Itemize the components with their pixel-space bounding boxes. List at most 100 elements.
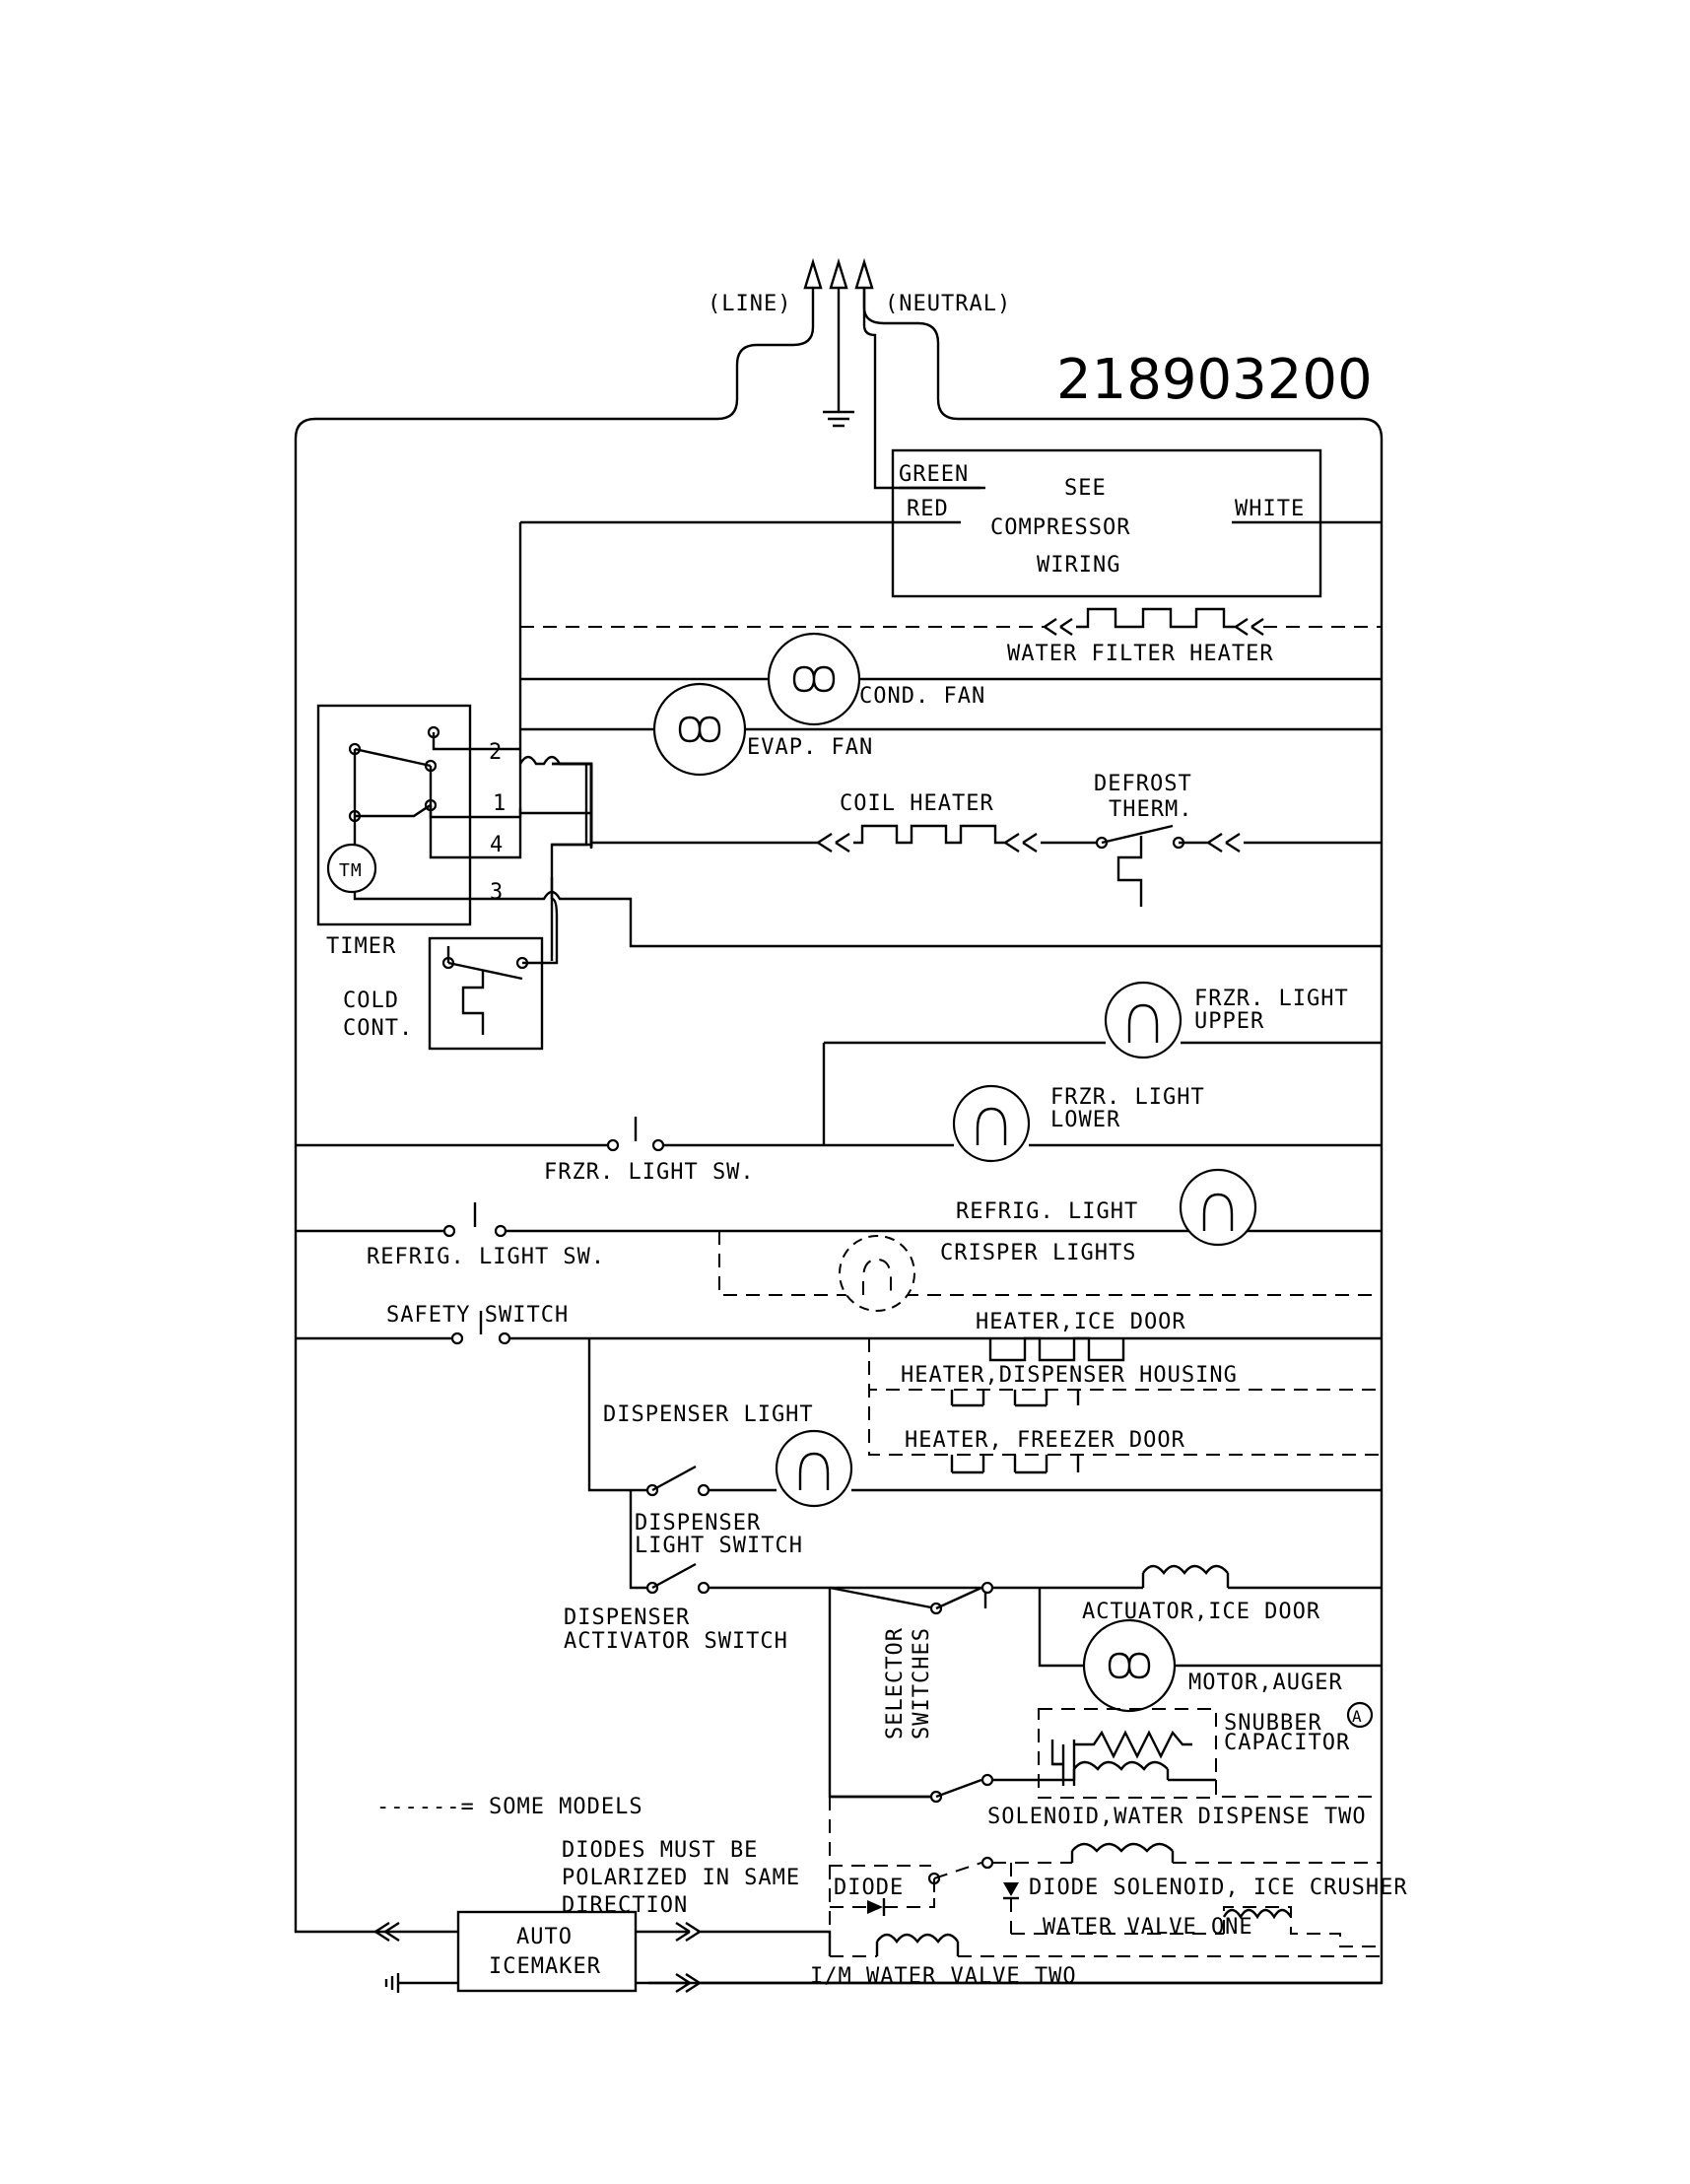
icemaker-valve-wire (636, 1921, 832, 1956)
water-filter-heater-label: WATER FILTER HEATER (1007, 642, 1274, 666)
line-label: (LINE) (708, 292, 791, 316)
diodes-note-2: POLARIZED IN SAME (562, 1866, 800, 1890)
diode-left (867, 1900, 883, 1914)
frzr-light-upper-label-1: FRZR. LIGHT (1194, 987, 1349, 1011)
dispenser-light-switch-label-1: DISPENSER (635, 1511, 761, 1536)
dispenser-activator-label-1: DISPENSER (564, 1605, 690, 1630)
solenoid-two-label: SOLENOID,WATER DISPENSE TWO (987, 1805, 1367, 1829)
icemaker-neutral-wire (636, 1972, 1382, 1994)
diodes-note-1: DIODES MUST BE (562, 1838, 758, 1863)
snubber-and-solenoids: SNUBBER CAPACITOR A SOLENOID,WATER DISPE… (810, 1701, 1408, 1989)
red-label: RED (907, 497, 949, 521)
neutral-conductor (648, 288, 1384, 1985)
freezer-lights: FRZR. LIGHT UPPER FRZR. LIGHT LOWER FRZR… (296, 981, 1382, 1185)
coil-heater-element-drawing (817, 824, 1038, 853)
line-conductor (294, 288, 815, 1934)
cond-fan-label: COND. FAN (859, 684, 985, 709)
main-rungs: WATER FILTER HEATER COND. FAN EVAP. FAN (518, 520, 1382, 777)
dispenser-light-label: DISPENSER LIGHT (603, 1402, 814, 1427)
timer-contact-upper (354, 747, 432, 768)
compressor-wiring-box: GREEN RED WHITE SEE COMPRESSOR WIRING (891, 448, 1382, 598)
refrig-light-sw-terminal (442, 1224, 456, 1238)
defrost-therm-contact (1101, 824, 1174, 845)
frzr-light-upper-lamp (1104, 981, 1183, 1059)
cold-control-bellows (461, 971, 485, 1035)
timer-internal-wiring (353, 749, 520, 901)
refrig-light-label: REFRIG. LIGHT (956, 1199, 1138, 1224)
selector-switches: ACTUATOR,ICE DOOR MOTOR,AUGER SELECTOR S… (830, 1564, 1382, 1804)
frzr-light-lower-lamp (952, 1084, 1031, 1163)
heater-dispenser-housing-label: HEATER,DISPENSER HOUSING (901, 1363, 1238, 1388)
terminal-3: 3 (490, 880, 504, 905)
timer-motor-label: TM (339, 860, 363, 881)
frzr-light-sw-label: FRZR. LIGHT SW. (544, 1160, 755, 1185)
water-filter-heater-element (1044, 607, 1264, 636)
heater-dispenser-housing-element (950, 1390, 1080, 1405)
timer-label: TIMER (326, 934, 396, 959)
terminal-4: 4 (490, 833, 504, 857)
see-label: SEE (1064, 476, 1107, 501)
dispenser-light-switch-label-2: LIGHT SWITCH (635, 1534, 803, 1558)
defrost-therm-label-2: THERM. (1109, 797, 1192, 822)
solenoid-ice-crusher-coil (1070, 1842, 1175, 1863)
auto-icemaker: AUTO ICEMAKER (374, 1910, 1382, 1994)
safety-switch-terminal (450, 1331, 464, 1345)
icemaker-label-1: AUTO (516, 1925, 573, 1949)
selector-switch-upper-blade (935, 1586, 982, 1610)
dispenser-heaters: SAFETY SWITCH HEATER,ICE DOOR HEATER,DIS… (296, 1303, 1382, 1474)
snubber-label-2: CAPACITOR (1224, 1731, 1350, 1755)
white-label: WHITE (1235, 497, 1305, 521)
heater-ice-door-element (988, 1336, 1125, 1362)
diagram-number: 218903200 (1056, 348, 1373, 412)
diode-solenoid-ice-crusher-label: DIODE SOLENOID, ICE CRUSHER (1029, 1876, 1408, 1900)
coil-heater-label: COIL HEATER (840, 791, 994, 816)
dispenser-activator-label-2: ACTIVATOR SWITCH (564, 1629, 788, 1654)
compressor-label: COMPRESSOR (990, 515, 1130, 540)
neutral-label: (NEUTRAL) (885, 292, 1011, 316)
safety-switch-label: SAFETY SWITCH (386, 1303, 569, 1328)
dispenser-light-switch-blade (651, 1465, 697, 1492)
terminal-3-wire (520, 890, 1382, 948)
frzr-light-upper-label-2: UPPER (1194, 1009, 1264, 1034)
heater-freezer-door-label: HEATER, FREEZER DOOR (905, 1428, 1185, 1453)
icemaker-box (456, 1910, 638, 1993)
motor-auger-wire (1038, 1588, 1382, 1668)
cold-control-box (428, 936, 544, 1051)
note-a-label: A (1352, 1707, 1363, 1726)
icemaker-line-connector (374, 1921, 400, 1943)
snubber-label-1: SNUBBER (1224, 1711, 1322, 1736)
coil-heater-horizontal-visible (581, 762, 1382, 907)
coil-heater-feed (581, 762, 818, 845)
im-water-valve-two-coil (875, 1933, 960, 1956)
terminal-1: 1 (493, 791, 507, 816)
heater-freezer-door-element (950, 1455, 1080, 1472)
frzr-light-sw-terminal (606, 1138, 620, 1152)
frzr-light-lower-label-2: LOWER (1050, 1108, 1120, 1132)
water-valve-one-label: WATER VALVE ONE (1043, 1915, 1253, 1940)
diodes-note-3: DIRECTION (562, 1893, 688, 1918)
green-wire (862, 288, 985, 490)
actuator-ice-door-label: ACTUATOR,ICE DOOR (1082, 1600, 1320, 1624)
icemaker-ground-symbol (384, 1973, 458, 1993)
timer-contact-lower (355, 803, 432, 818)
frzr-light-lower-label-1: FRZR. LIGHT (1050, 1085, 1205, 1110)
defrost-therm-bimetal (1116, 836, 1143, 907)
wiring-label: WIRING (1037, 553, 1120, 578)
some-models-legend: ------= SOME MODELS (376, 1795, 643, 1819)
motor-auger-label: MOTOR,AUGER (1188, 1671, 1343, 1695)
timer-box (316, 704, 472, 926)
crisper-lights-wire (718, 1231, 1382, 1296)
selector-switch-lower-blade (935, 1778, 982, 1799)
snubber-capacitor-box (1038, 1708, 1217, 1799)
ground-arrow (829, 257, 848, 290)
crisper-lights-label: CRISPER LIGHTS (940, 1241, 1136, 1265)
ground-symbol (823, 410, 854, 428)
diode-left-label: DIODE (834, 1876, 904, 1900)
cold-control-contact (447, 961, 523, 981)
neutral-arrow (854, 257, 874, 290)
refrigerator-lights: REFRIG. LIGHT SW. REFRIG. LIGHT CRISPER … (296, 1168, 1382, 1312)
heater-ice-door-label: HEATER,ICE DOOR (976, 1310, 1186, 1334)
note-a-circle (1346, 1701, 1374, 1729)
refrig-light-lamp (1179, 1168, 1257, 1247)
